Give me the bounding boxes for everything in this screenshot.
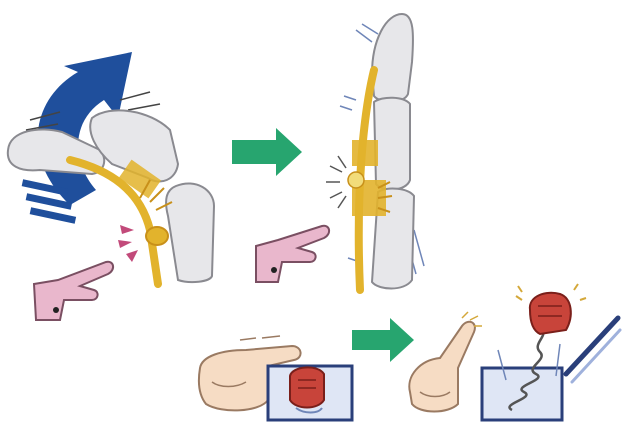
pain-marks-icon — [118, 225, 138, 262]
pointing-hand-icon — [34, 262, 113, 320]
finger-hand-icon — [409, 312, 482, 412]
fist-icon — [516, 284, 586, 334]
finger-bones-icon — [372, 14, 414, 289]
lid-icon — [566, 318, 620, 382]
finger-pressing-box-panel — [199, 336, 352, 420]
transition-arrow-icon — [352, 318, 414, 362]
pointing-hand-icon — [256, 226, 329, 282]
finger-released-spring-panel — [409, 284, 620, 420]
bent-finger-joint-panel — [8, 52, 214, 320]
transition-arrow-icon — [232, 128, 302, 176]
snap-burst-icon — [326, 156, 346, 208]
spring-box-icon — [482, 330, 562, 420]
fist-box-icon — [268, 366, 352, 420]
